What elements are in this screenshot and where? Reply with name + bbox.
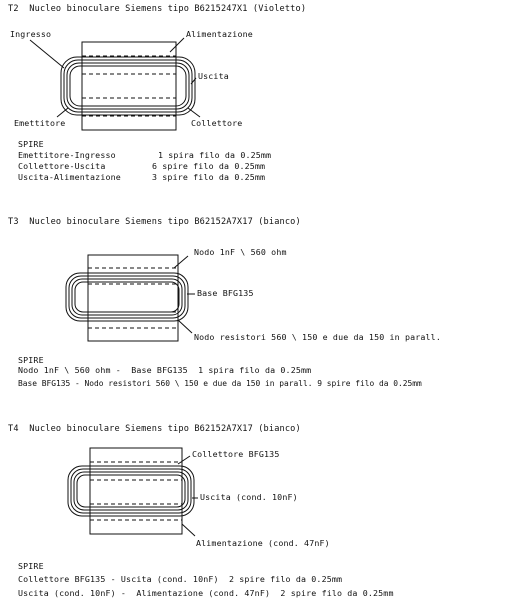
t3-turns-line: Nodo 1nF \ 560 ohm - Base BFG135 1 spira… [18,365,312,375]
t3-windings [65,272,189,322]
t3-leader-lines [173,255,195,334]
t2-turns-heading: SPIRE [18,139,44,149]
t2-title: T2 Nucleo binoculare Siemens tipo B62152… [8,4,307,14]
t2-leader-lines [29,37,201,118]
t4-turns-line: Collettore BFG135 - Uscita (cond. 10nF) … [18,574,343,584]
t2-label-collector: Collettore [191,118,243,128]
t2-label-emitter: Emettitore [14,118,66,128]
t2-label-input: Ingresso [10,29,52,39]
t2-windings [60,56,196,116]
t4-windings [67,465,195,517]
t3-turns-line: Base BFG135 - Nodo resistori 560 \ 150 e… [18,379,422,388]
t4-label-collector: Collettore BFG135 [192,449,280,459]
t2-ferrite-core [81,41,177,131]
t3-label-base: Base BFG135 [197,288,254,298]
t3-label-node-bottom: Nodo resistori 560 \ 150 e due da 150 in… [194,332,441,342]
t3-label-node-top: Nodo 1nF \ 560 ohm [194,247,287,257]
t4-label-output: Uscita (cond. 10nF) [200,492,298,502]
t2-label-supply: Alimentazione [186,29,253,39]
t4-ferrite-core [89,447,183,535]
t2-label-output: Uscita [198,71,229,81]
t2-turns-value: 6 spire filo da 0.25mm [152,161,266,171]
t4-label-supply: Alimentazione (cond. 47nF) [196,538,330,548]
t4-leader-lines [177,455,198,537]
t4-title: T4 Nucleo binoculare Siemens tipo B62152… [8,424,301,434]
t2-turns-value: 1 spira filo da 0.25mm [158,150,272,160]
t3-turns-heading: SPIRE [18,355,44,365]
t3-title: T3 Nucleo binoculare Siemens tipo B62152… [8,217,301,227]
t3-ferrite-core [87,254,179,342]
t2-turns-value: 3 spire filo da 0.25mm [152,172,266,182]
t2-turns-connection: Uscita-Alimentazione [18,172,121,182]
t2-turns-connection: Collettore-Uscita [18,161,106,171]
t4-turns-line: Uscita (cond. 10nF) - Alimentazione (con… [18,588,394,598]
t4-turns-heading: SPIRE [18,561,44,571]
t2-turns-connection: Emettitore-Ingresso [18,150,116,160]
